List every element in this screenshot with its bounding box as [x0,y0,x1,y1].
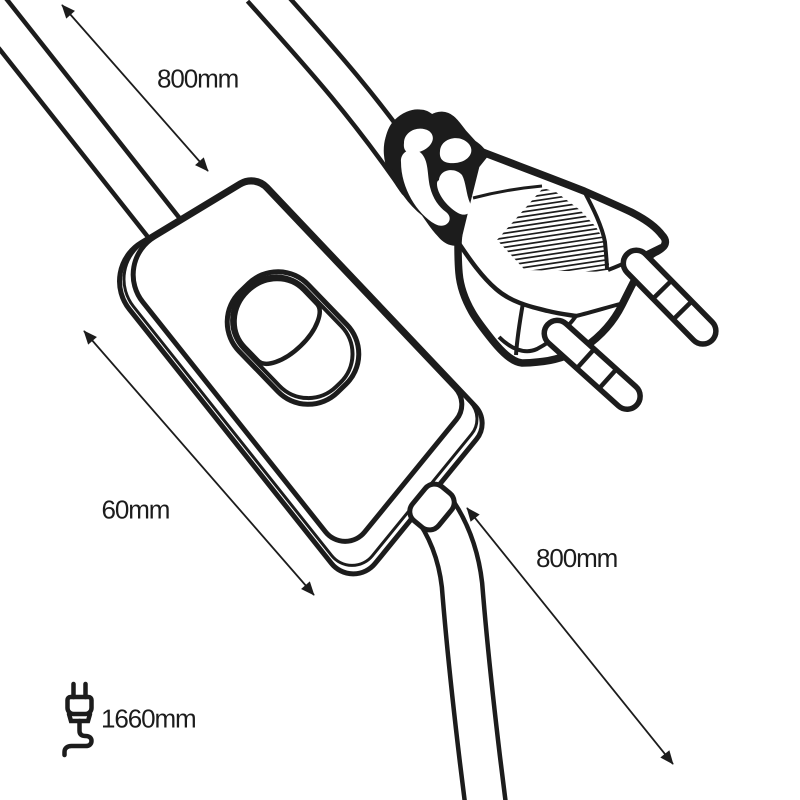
svg-text:800mm: 800mm [157,64,238,94]
svg-text:60mm: 60mm [102,495,170,525]
svg-text:800mm: 800mm [536,543,617,573]
svg-text:1660mm: 1660mm [101,704,196,734]
